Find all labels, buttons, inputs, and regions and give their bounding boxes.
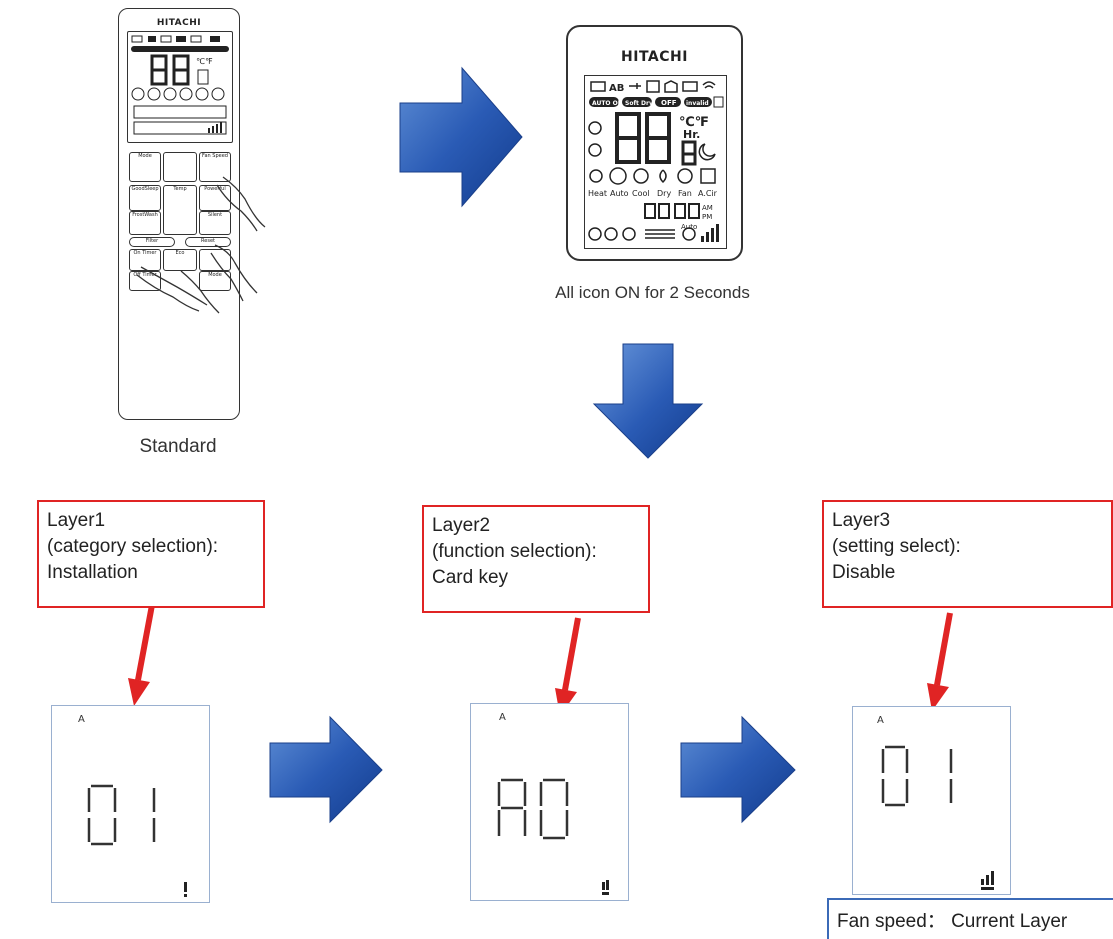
mode-button[interactable]: Mode [129, 152, 161, 182]
layer1-lcd-digits [87, 784, 187, 897]
lcd-pm: PM [702, 213, 712, 221]
layer1-lcd: A [51, 705, 210, 903]
pointer-layer2 [555, 617, 581, 716]
remote-brand: HITACHI [156, 18, 202, 28]
display-caption: All icon ON for 2 Seconds [555, 283, 750, 302]
chip-off: OFF [661, 99, 677, 107]
layer3-value: Disable [832, 562, 896, 583]
mode-extra-button[interactable]: Mode [199, 271, 231, 291]
layer2-box: Layer2 (function selection): Card key [422, 505, 650, 613]
lcd-ab-label: AB [609, 83, 624, 94]
frostwash-button[interactable]: FrostWash [129, 211, 161, 235]
layer3-title: Layer3 [832, 510, 891, 531]
mode-acir: A.Cir [698, 189, 718, 198]
remote-control: HITACHI ℃℉ Mode Fan [118, 8, 266, 420]
display-lcd-icons: AB AUTO OFF Soft Dry OFF invalid ℃℉ Hr. [588, 80, 724, 242]
mode-fan: Fan [678, 189, 692, 198]
pointer-layer3 [927, 612, 953, 711]
remote-label: Standard [139, 436, 217, 457]
hand-illustrations [136, 176, 266, 314]
filter-button[interactable]: Filter [129, 237, 175, 247]
chip-invalid: invalid [686, 100, 709, 107]
layer2-lcd-letter: A [499, 712, 506, 723]
flow-arrow-right-1 [399, 66, 523, 208]
fan-speed-legend: Fan speed： Current Layer [827, 898, 1113, 939]
mode-heat: Heat [588, 189, 607, 198]
layer1-subtitle: (category selection): [47, 536, 219, 557]
display-lcd: AB AUTO OFF Soft Dry OFF invalid ℃℉ Hr. [584, 75, 727, 249]
power-button[interactable] [163, 152, 197, 182]
lcd-am: AM [702, 204, 713, 212]
eco-button[interactable]: Eco [163, 249, 197, 271]
goodsleep-button[interactable]: GoodSleep [129, 185, 161, 211]
mode-dry: Dry [657, 189, 671, 198]
layer3-lcd-letter: A [877, 715, 884, 726]
remote-lcd-icons: ℃℉ [131, 35, 229, 135]
lcd-hr-label: Hr. [683, 128, 700, 141]
silent-button[interactable]: Silent [199, 211, 231, 235]
layer2-value: Card key [432, 567, 509, 588]
layer2-subtitle: (function selection): [432, 541, 597, 562]
layer1-lcd-letter: A [78, 714, 85, 725]
pointer-layer1 [128, 604, 155, 706]
reset-button[interactable]: Reset [185, 237, 231, 247]
layer3-lcd: A [852, 706, 1011, 895]
full-display: HITACHI AB AUTO OFF Soft Dry OFF invalid… [566, 25, 743, 261]
display-brand: HITACHI [621, 49, 688, 65]
flow-arrow-right-3 [680, 715, 796, 824]
remote-lcd: ℃℉ [127, 31, 233, 143]
layer1-box: Layer1 (category selection): Installatio… [37, 500, 265, 608]
flow-arrow-right-2 [269, 715, 383, 824]
layer2-lcd-digits [497, 778, 609, 895]
lcd-temp-unit: ℃℉ [679, 115, 709, 130]
powerful-button[interactable]: Powerful [199, 185, 231, 211]
temp-button[interactable]: Temp [163, 185, 197, 235]
layer3-box: Layer3 (setting select): Disable [822, 500, 1113, 608]
lcd-auto-label: Auto [681, 223, 697, 231]
chip-soft-dry: Soft Dry [625, 100, 653, 107]
layer1-title: Layer1 [47, 510, 106, 531]
layer2-lcd: A [470, 703, 629, 901]
layer3-lcd-digits [881, 745, 994, 890]
flow-arrow-down [592, 343, 704, 459]
fan-speed-legend-text: Fan speed： Current Layer [837, 911, 1068, 932]
layer2-title: Layer2 [432, 515, 491, 536]
mode-cool: Cool [632, 189, 650, 198]
layer3-subtitle: (setting select): [832, 536, 961, 557]
on-timer-button[interactable]: On Timer [129, 249, 161, 271]
chip-auto-off: AUTO OFF [592, 100, 626, 107]
fan-speed-button[interactable]: Fan Speed [199, 152, 231, 182]
svg-text:℃℉: ℃℉ [196, 57, 213, 66]
mode-auto: Auto [610, 189, 629, 198]
layer1-value: Installation [47, 562, 138, 583]
